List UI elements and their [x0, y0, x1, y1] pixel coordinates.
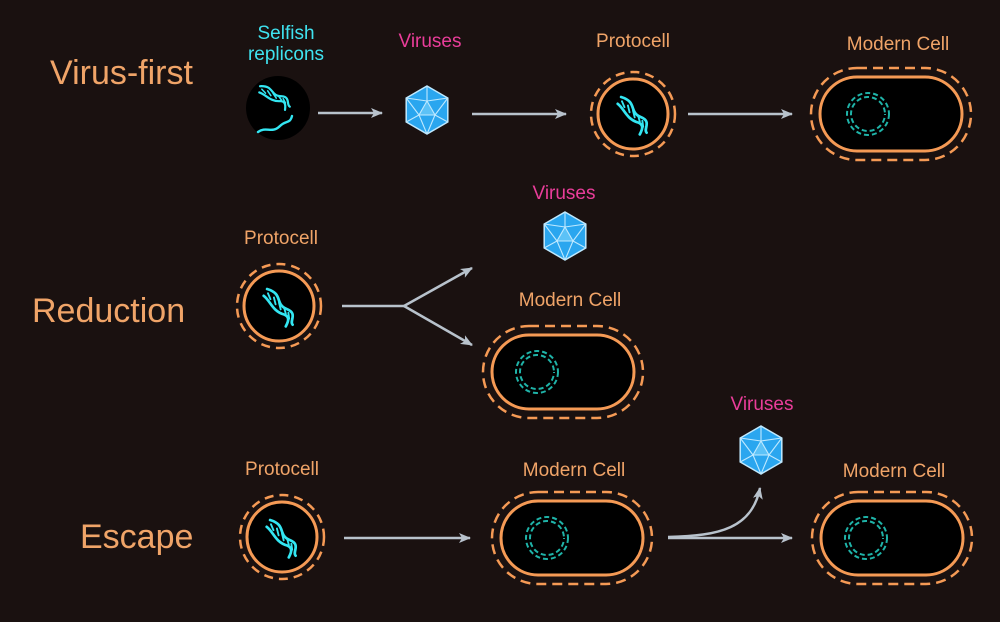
virus-icon: [405, 85, 449, 135]
label-modern-cell-row3-left: Modern Cell: [523, 460, 625, 481]
row-title-reduction: Reduction: [32, 292, 185, 330]
label-viruses-row2: Viruses: [532, 183, 595, 204]
modern-cell-row3-right: [810, 490, 974, 586]
label-modern-cell-row2: Modern Cell: [519, 290, 621, 311]
modern-cell-row1: [809, 66, 973, 162]
label-protocell-row2: Protocell: [244, 228, 318, 249]
protocell-row1: [589, 70, 677, 158]
label-replicons: replicons: [248, 44, 324, 65]
protocell-row3: [238, 493, 326, 581]
label-modern-cell-row1: Modern Cell: [847, 34, 949, 55]
protocell-row2: [235, 262, 323, 350]
label-viruses-row3: Viruses: [730, 394, 793, 415]
escape-arrows: [667, 487, 793, 543]
label-protocell-row3: Protocell: [245, 459, 319, 480]
label-viruses-row1: Viruses: [398, 31, 461, 52]
dna-fragment-icon: [256, 114, 294, 134]
branching-arrow-reduction: [342, 266, 473, 347]
label-protocell-row1: Protocell: [596, 31, 670, 52]
row-title-virus-first: Virus-first: [50, 54, 193, 92]
selfish-replicons-node: [246, 76, 310, 140]
virus-icon: [543, 211, 587, 261]
label-modern-cell-row3-right: Modern Cell: [843, 461, 945, 482]
label-selfish: Selfish: [257, 23, 314, 44]
modern-cell-row3-left: [490, 490, 654, 586]
row-title-escape: Escape: [80, 518, 193, 556]
modern-cell-row2: [481, 324, 645, 420]
virus-icon: [739, 425, 783, 475]
